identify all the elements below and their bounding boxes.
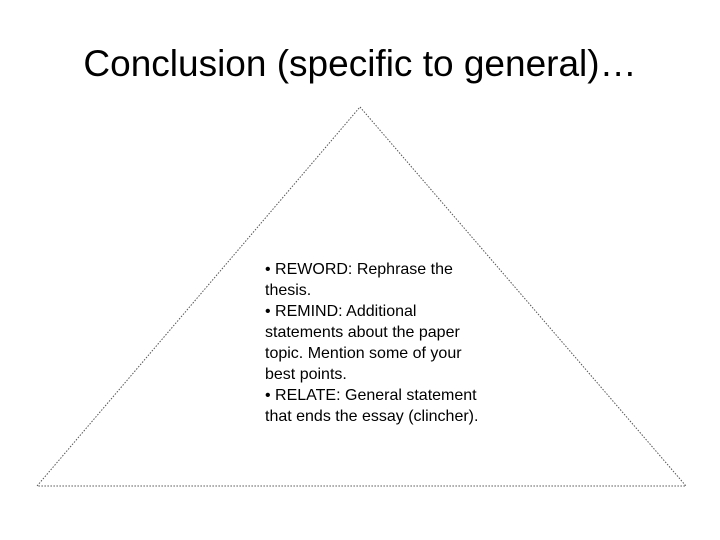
pyramid-outline (35, 106, 688, 487)
slide-title: Conclusion (specific to general)… (83, 43, 637, 84)
bullet-relate: • RELATE: General statement that ends th… (265, 387, 479, 425)
bullet-reword: • REWORD: Rephrase the thesis. (265, 261, 453, 299)
bullet-list: • REWORD: Rephrase the thesis. • REMIND:… (265, 259, 495, 427)
bullet-remind: • REMIND: Additional statements about th… (265, 303, 462, 383)
